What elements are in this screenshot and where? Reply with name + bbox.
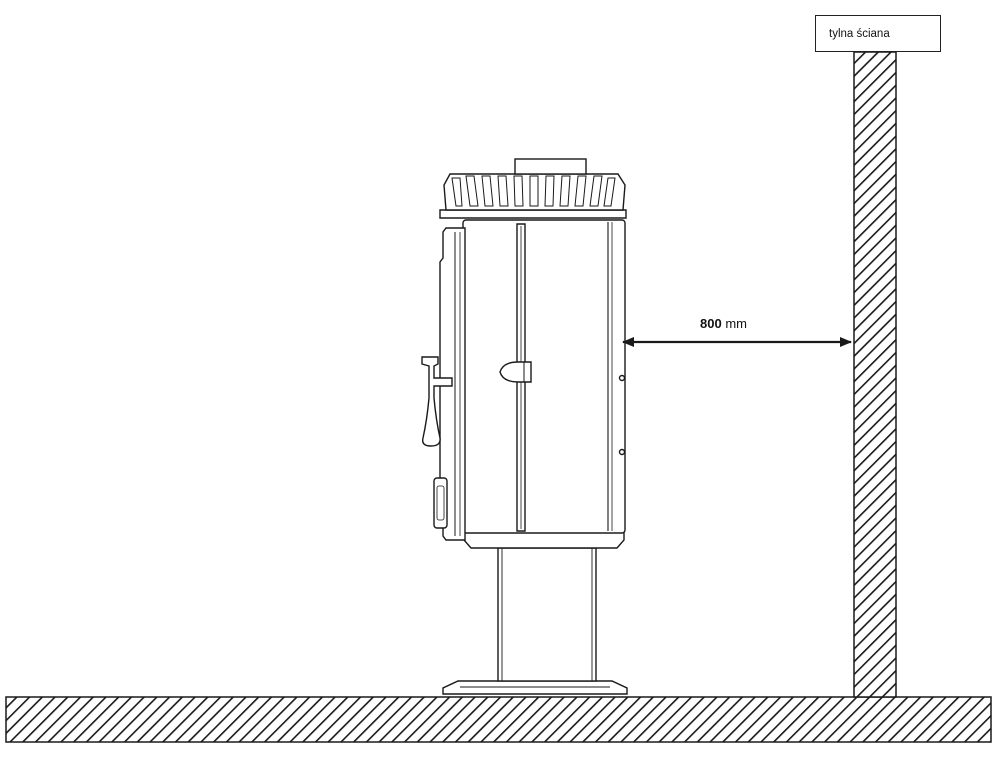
- dimension-label: 800 mm: [700, 316, 780, 331]
- stove-top-rim: [439, 209, 627, 219]
- wall-label: tylna ściana: [829, 27, 890, 40]
- wall-label-box: tylna ściana: [815, 15, 941, 52]
- stove-body: [462, 219, 626, 534]
- dimension-value: 800: [700, 316, 722, 331]
- stove-lever-handle: [421, 356, 453, 447]
- floor: [5, 696, 992, 743]
- stove-door-handle: [499, 361, 532, 383]
- stove: [421, 158, 628, 695]
- stove-pedestal: [497, 547, 597, 682]
- stove-flue-collar: [514, 158, 587, 175]
- stove-bottom-ring: [463, 531, 625, 549]
- stove-grille-fins: [451, 175, 616, 207]
- dimension-unit: mm: [725, 316, 747, 331]
- back-wall: [853, 51, 897, 698]
